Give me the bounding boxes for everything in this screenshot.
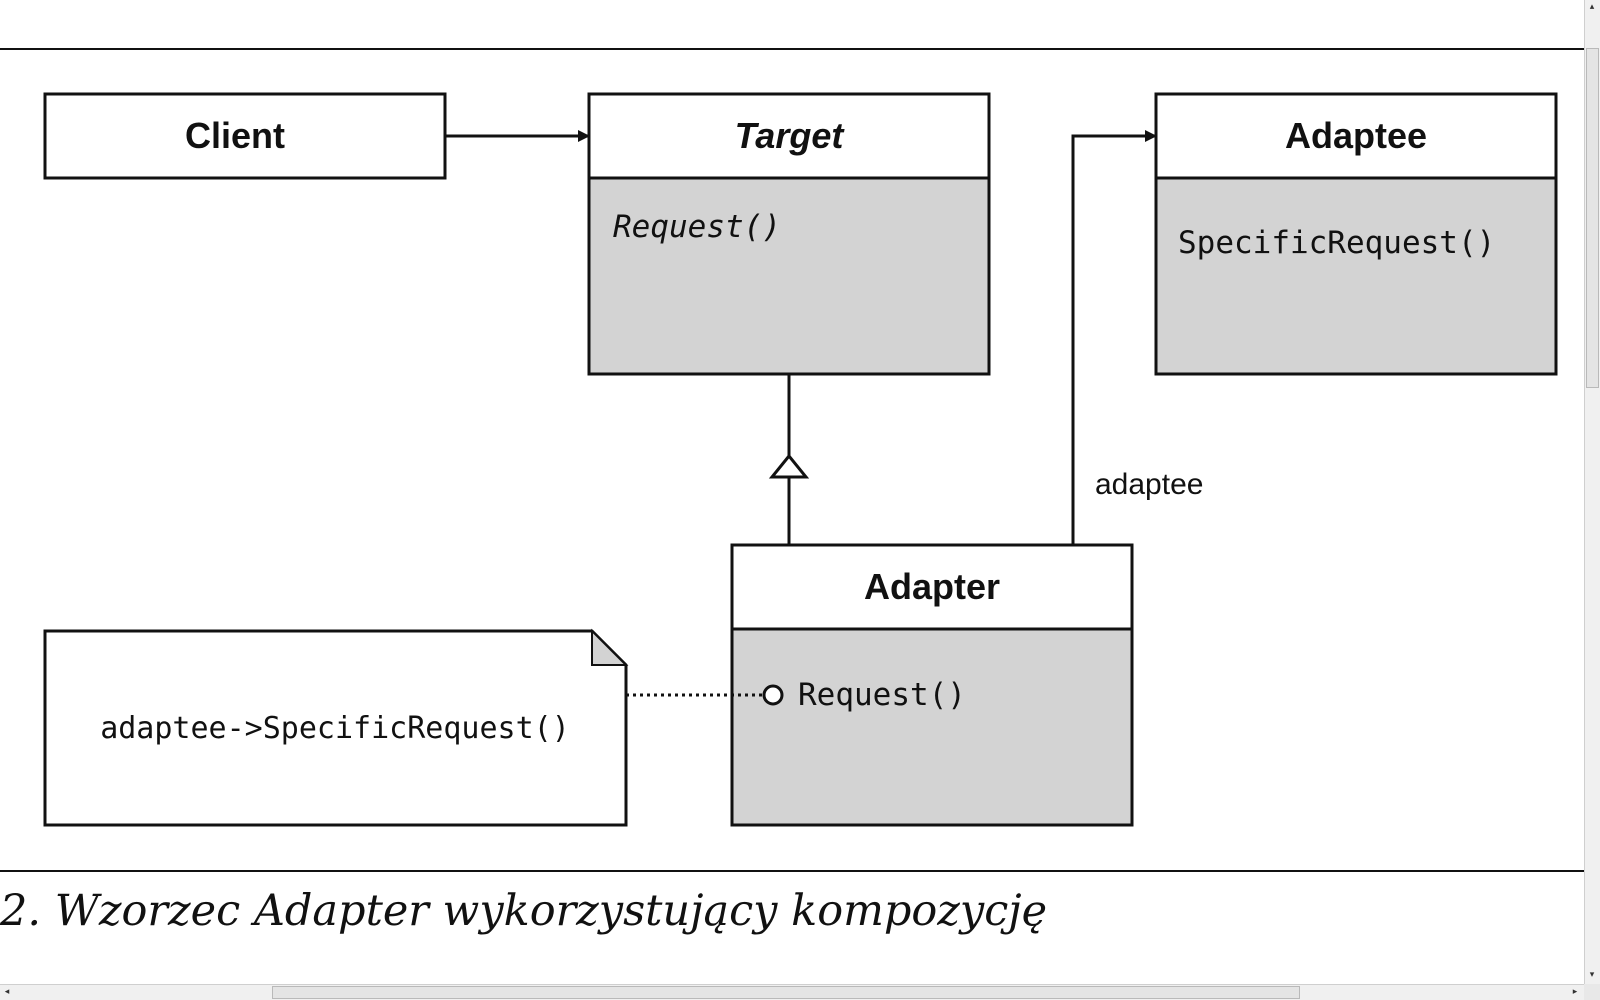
vertical-scrollbar[interactable]: ▴ ▾: [1584, 0, 1600, 984]
association-label: adaptee: [1095, 468, 1203, 501]
horizontal-scrollbar[interactable]: ◂ ▸: [0, 984, 1584, 1000]
implementation-note: adaptee->SpecificRequest(): [43, 628, 629, 827]
note-fold-corner: [591, 628, 629, 666]
horizontal-scroll-thumb[interactable]: [272, 986, 1300, 999]
class-adapter-operation: Request(): [798, 677, 966, 713]
class-target-operation: Request(): [613, 209, 781, 245]
scrollbar-corner: [1584, 984, 1600, 1000]
class-adaptee: Adaptee SpecificRequest(): [1154, 92, 1558, 376]
inheritance-triangle-icon: [768, 453, 810, 479]
class-adapter: Adapter Request(): [730, 543, 1134, 827]
generalization-arrow: [768, 374, 810, 545]
scroll-up-icon[interactable]: ▴: [1589, 2, 1595, 12]
class-adaptee-name: Adaptee: [1285, 115, 1427, 156]
class-target-name: Target: [735, 115, 846, 156]
adapter-adaptee-association-arrow: [1071, 130, 1157, 545]
vertical-scroll-thumb[interactable]: [1586, 48, 1599, 388]
class-client: Client: [43, 92, 447, 180]
class-client-name: Client: [185, 115, 285, 156]
class-adaptee-operation: SpecificRequest(): [1178, 225, 1495, 261]
scroll-down-icon[interactable]: ▾: [1589, 970, 1595, 980]
class-adapter-name: Adapter: [864, 566, 1000, 607]
figure-caption: 2. Wzorzec Adapter wykorzystujący kompoz…: [0, 886, 1048, 936]
scroll-left-icon[interactable]: ◂: [4, 987, 10, 997]
class-target: Target Request(): [587, 92, 991, 376]
scroll-right-icon[interactable]: ▸: [1572, 987, 1578, 997]
operation-marker-icon: [762, 684, 784, 706]
note-text: adaptee->SpecificRequest(): [100, 711, 570, 746]
